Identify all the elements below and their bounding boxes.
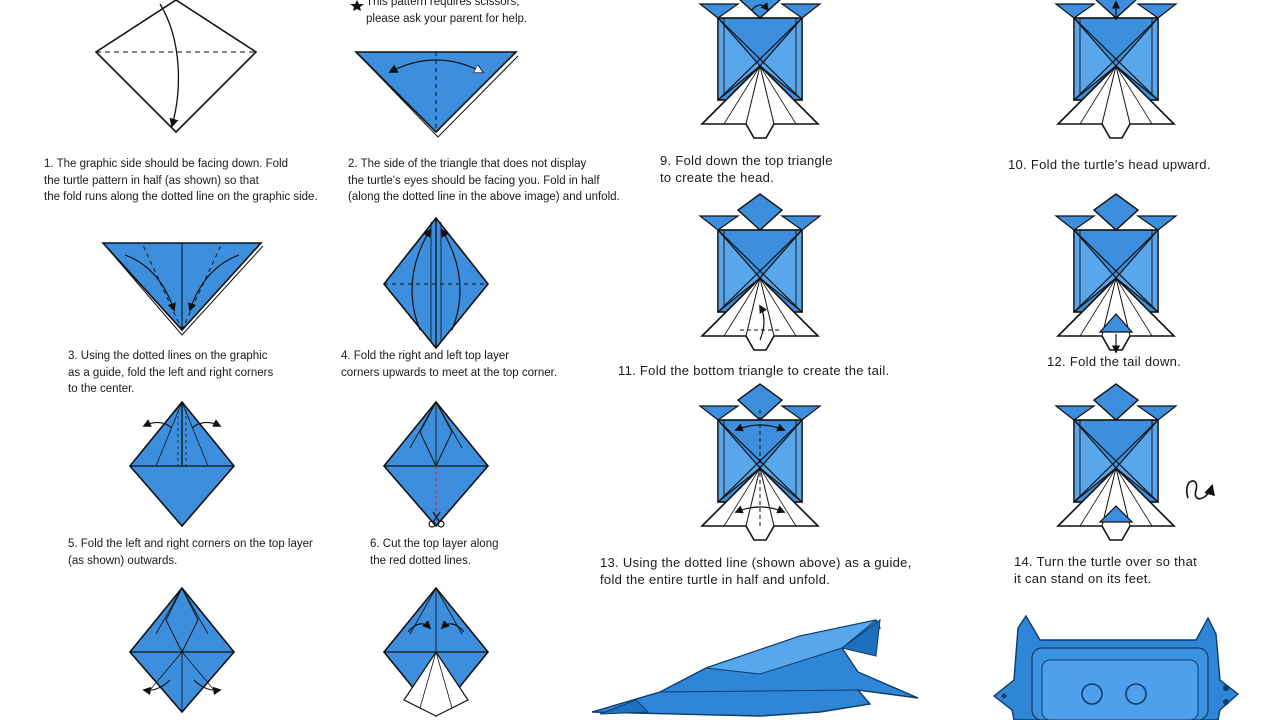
- step-14-diagram: [1055, 383, 1215, 541]
- step-1-caption: 1. The graphic side should be facing dow…: [44, 158, 318, 203]
- step-11-caption: 11. Fold the bottom triangle to create t…: [618, 363, 890, 378]
- step-10-caption: 10. Fold the turtle's head upward.: [1008, 157, 1211, 172]
- scissors-note: This pattern requires scissors, please a…: [366, 0, 528, 25]
- step-2-diagram: [350, 0, 519, 138]
- step-5-caption: 5. Fold the left and right corners on th…: [68, 538, 313, 567]
- step-9-caption: 9. Fold down the top triangle to create …: [660, 153, 833, 185]
- step-2-caption: 2. The side of the triangle that does no…: [348, 158, 620, 203]
- step-1-diagram: [94, 0, 258, 134]
- step-10-diagram: [1055, 0, 1177, 139]
- step-3-diagram: [101, 242, 264, 336]
- step-14-caption: 14. Turn the turtle over so that it can …: [1014, 554, 1198, 586]
- step-6-caption: 6. Cut the top layer along the red dotte…: [370, 538, 499, 567]
- step-3-caption: 3. Using the dotted lines on the graphic…: [68, 350, 274, 395]
- scissors-icon: [428, 511, 445, 528]
- finished-turtle-front-view: [992, 614, 1240, 720]
- step-4-caption: 4. Fold the right and left top layer cor…: [341, 350, 558, 379]
- step-4-diagram: [382, 216, 490, 350]
- step-13-caption: 13. Using the dotted line (shown above) …: [600, 555, 912, 587]
- step-12-caption: 12. Fold the tail down.: [1047, 354, 1182, 369]
- step-13-diagram: [699, 383, 821, 541]
- star-icon: [350, 0, 364, 11]
- step-5-diagram: [128, 400, 236, 528]
- step-8-diagram: [382, 586, 490, 718]
- step-12-diagram: [1055, 193, 1177, 354]
- step-6-diagram: [382, 400, 490, 528]
- finished-turtle-side-view: [591, 618, 919, 717]
- step-9-diagram: [699, 0, 821, 139]
- step-11-diagram: [699, 193, 821, 351]
- step-7-diagram: [128, 586, 236, 714]
- turn-over-arrow-icon: [1185, 480, 1215, 500]
